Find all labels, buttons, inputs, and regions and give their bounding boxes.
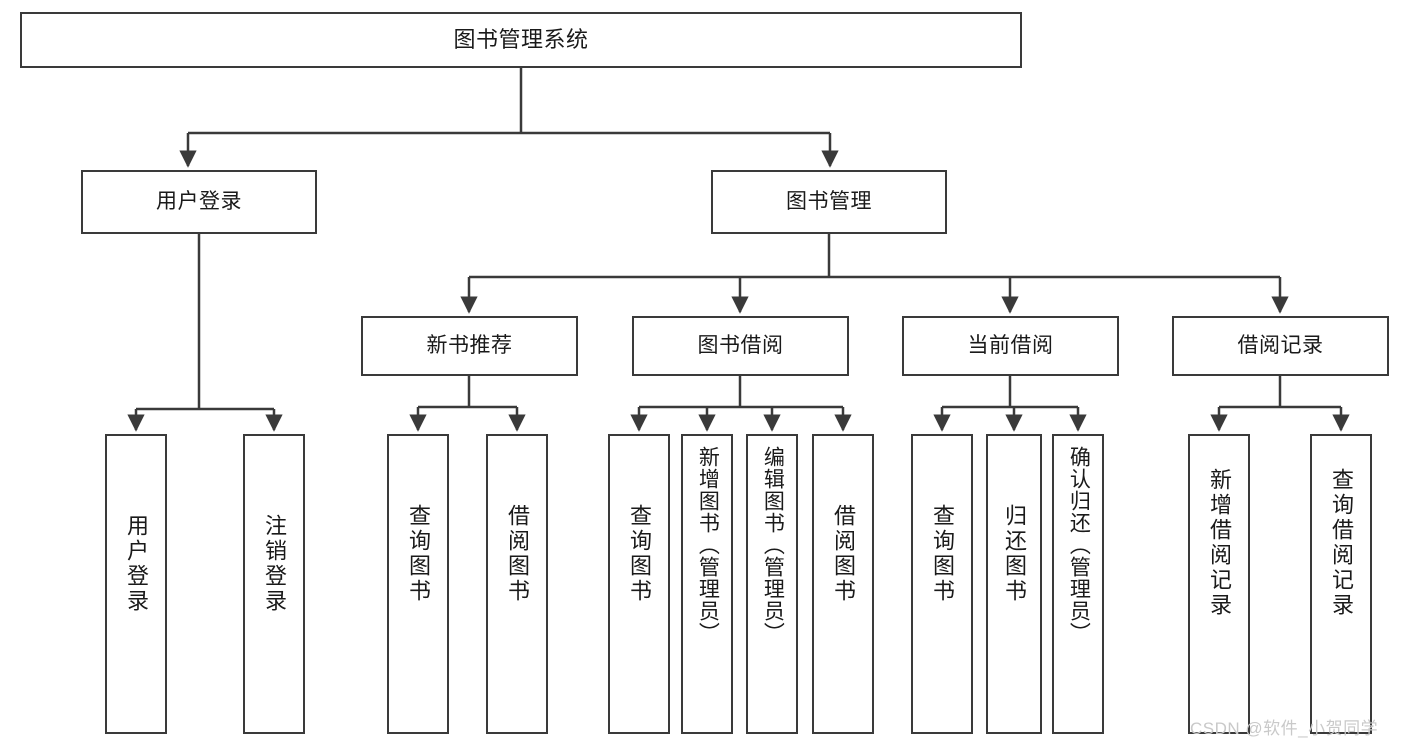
node-leaf-query-record[interactable]: 查询借阅记录 xyxy=(1310,434,1372,734)
node-root[interactable]: 图书管理系统 xyxy=(20,12,1022,68)
node-leaf-add-record[interactable]: 新增借阅记录 xyxy=(1188,434,1250,734)
node-leaf-borrow-book-1[interactable]: 借阅图书 xyxy=(486,434,548,734)
node-leaf-query-book-1-label: 查询图书 xyxy=(405,504,431,604)
node-leaf-query-book-2-label: 查询图书 xyxy=(626,504,652,604)
node-new-book-rec[interactable]: 新书推荐 xyxy=(361,316,578,376)
node-new-book-rec-label: 新书推荐 xyxy=(426,333,513,357)
csdn-watermark: CSDN @软件_小贺同学 xyxy=(1190,719,1379,738)
node-leaf-borrow-book-2[interactable]: 借阅图书 xyxy=(812,434,874,734)
node-borrow-record-label: 借阅记录 xyxy=(1237,333,1324,357)
node-leaf-edit-book-label: 编辑图书（管理员） xyxy=(761,446,785,644)
node-leaf-add-record-label: 新增借阅记录 xyxy=(1206,468,1232,618)
node-leaf-borrow-book-1-label: 借阅图书 xyxy=(504,504,530,604)
node-leaf-query-book-2[interactable]: 查询图书 xyxy=(608,434,670,734)
node-leaf-query-book-3[interactable]: 查询图书 xyxy=(911,434,973,734)
node-leaf-confirm-return-label: 确认归还（管理员） xyxy=(1067,446,1091,644)
node-leaf-query-record-label: 查询借阅记录 xyxy=(1328,468,1354,618)
node-leaf-add-book-label: 新增图书（管理员） xyxy=(696,446,720,644)
node-leaf-user-login[interactable]: 用户登录 xyxy=(105,434,167,734)
node-current-borrow[interactable]: 当前借阅 xyxy=(902,316,1119,376)
node-book-borrow-label: 图书借阅 xyxy=(697,333,784,357)
node-book-manage[interactable]: 图书管理 xyxy=(711,170,947,234)
node-leaf-return-book-label: 归还图书 xyxy=(1001,504,1027,604)
node-book-manage-label: 图书管理 xyxy=(786,189,872,213)
node-leaf-return-book[interactable]: 归还图书 xyxy=(986,434,1042,734)
node-current-borrow-label: 当前借阅 xyxy=(967,333,1054,357)
node-root-label: 图书管理系统 xyxy=(453,27,589,53)
node-book-borrow[interactable]: 图书借阅 xyxy=(632,316,849,376)
node-leaf-user-login-label: 用户登录 xyxy=(123,514,149,614)
node-leaf-add-book[interactable]: 新增图书（管理员） xyxy=(681,434,733,734)
node-leaf-query-book-3-label: 查询图书 xyxy=(929,504,955,604)
node-user-login[interactable]: 用户登录 xyxy=(81,170,317,234)
node-leaf-logout[interactable]: 注销登录 xyxy=(243,434,305,734)
node-leaf-confirm-return[interactable]: 确认归还（管理员） xyxy=(1052,434,1104,734)
node-user-login-label: 用户登录 xyxy=(156,189,242,213)
node-leaf-borrow-book-2-label: 借阅图书 xyxy=(830,504,856,604)
node-leaf-query-book-1[interactable]: 查询图书 xyxy=(387,434,449,734)
node-leaf-edit-book[interactable]: 编辑图书（管理员） xyxy=(746,434,798,734)
node-leaf-logout-label: 注销登录 xyxy=(261,514,287,614)
node-borrow-record[interactable]: 借阅记录 xyxy=(1172,316,1389,376)
